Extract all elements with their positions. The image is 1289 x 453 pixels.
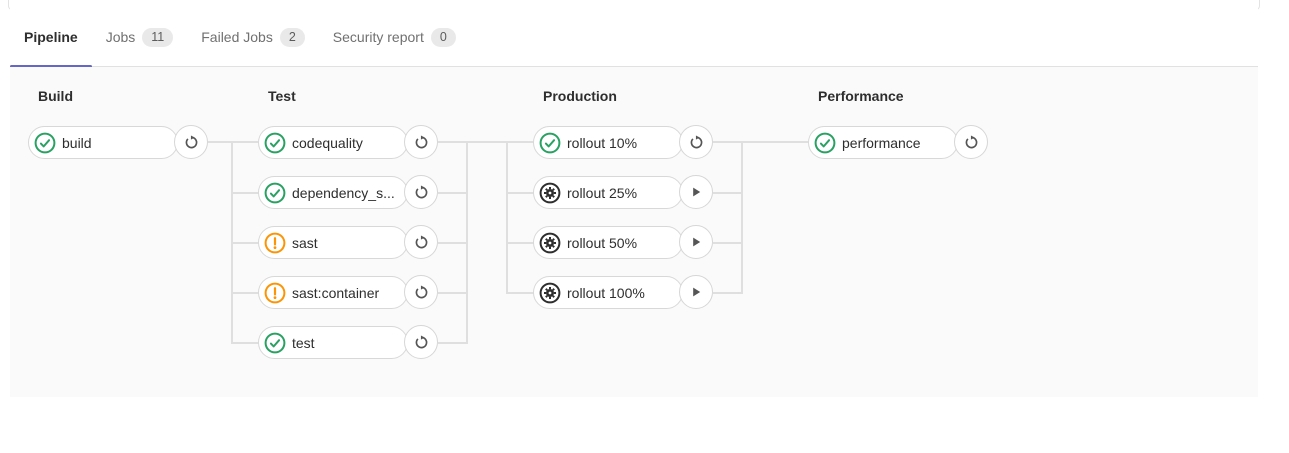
connector-curve — [713, 220, 743, 244]
connector-curve — [438, 320, 468, 344]
tab-security-report[interactable]: Security report 0 — [319, 8, 470, 66]
job-label: rollout 50% — [567, 234, 638, 251]
retry-button[interactable] — [954, 125, 988, 159]
job-sast-container[interactable]: sast:container — [258, 276, 408, 309]
tab-count-badge: 2 — [279, 27, 305, 47]
connector-curve — [438, 270, 468, 294]
status-success-icon — [814, 132, 836, 154]
status-success-icon — [264, 332, 286, 354]
retry-icon — [689, 134, 704, 150]
retry-button[interactable] — [404, 325, 438, 359]
connector-curve — [741, 141, 763, 167]
stage-header-performance: Performance — [818, 88, 904, 104]
job-label: sast — [292, 234, 318, 251]
status-success-icon — [34, 132, 56, 154]
job-label: rollout 100% — [567, 284, 645, 301]
play-icon — [689, 285, 703, 299]
play-button[interactable] — [679, 225, 713, 259]
tab-label: Pipeline — [24, 29, 78, 45]
connector-curve — [231, 320, 260, 344]
retry-icon — [414, 284, 429, 300]
job-label: codequality — [292, 134, 363, 151]
retry-icon — [184, 134, 199, 150]
play-icon — [689, 235, 703, 249]
connector-curve — [713, 170, 743, 194]
connector-curve — [211, 141, 233, 167]
pipeline-graph: Build build Test codequality dependency_s...… — [10, 67, 1258, 397]
job-label: performance — [842, 134, 921, 151]
retry-button[interactable] — [679, 125, 713, 159]
job-sast[interactable]: sast — [258, 226, 408, 259]
tab-count-badge: 0 — [430, 27, 456, 47]
retry-button[interactable] — [174, 125, 208, 159]
status-manual-icon — [539, 282, 561, 304]
connector-curve — [713, 270, 743, 294]
tab-failed-jobs[interactable]: Failed Jobs 2 — [187, 8, 319, 66]
retry-icon — [414, 184, 429, 200]
connector-line — [506, 163, 508, 270]
tab-count-badge: 11 — [142, 27, 174, 47]
job-label: rollout 25% — [567, 184, 638, 201]
job-performance[interactable]: performance — [808, 126, 958, 159]
connector-curve — [466, 141, 488, 167]
status-success-icon — [539, 132, 561, 154]
retry-icon — [964, 134, 979, 150]
connector-curve — [231, 270, 260, 294]
job-test[interactable]: test — [258, 326, 408, 359]
job-label: test — [292, 334, 315, 351]
stage-header-production: Production — [543, 88, 617, 104]
retry-button[interactable] — [404, 175, 438, 209]
connector-curve — [231, 220, 260, 244]
job-rollout-10[interactable]: rollout 10% — [533, 126, 683, 159]
status-warning-icon — [264, 232, 286, 254]
status-success-icon — [264, 182, 286, 204]
connector-line — [208, 141, 258, 143]
job-label: build — [62, 134, 92, 151]
status-manual-icon — [539, 182, 561, 204]
tab-pipeline[interactable]: Pipeline — [10, 8, 92, 68]
status-warning-icon — [264, 282, 286, 304]
connector-curve — [506, 170, 535, 194]
retry-icon — [414, 134, 429, 150]
job-codequality[interactable]: codequality — [258, 126, 408, 159]
job-label: sast:container — [292, 284, 380, 301]
connector-line — [741, 163, 743, 270]
connector-curve — [438, 170, 468, 194]
retry-icon — [414, 234, 429, 250]
job-rollout-50[interactable]: rollout 50% — [533, 226, 683, 259]
status-manual-icon — [539, 232, 561, 254]
play-button[interactable] — [679, 175, 713, 209]
job-rollout-100[interactable]: rollout 100% — [533, 276, 683, 309]
pipeline-graph-panel: Build build Test codequality dependency_s...… — [10, 67, 1258, 397]
retry-button[interactable] — [404, 225, 438, 259]
tab-label: Jobs — [105, 29, 136, 45]
tab-jobs[interactable]: Jobs 11 — [92, 8, 188, 66]
play-icon — [689, 185, 703, 199]
tab-label: Security report — [332, 29, 424, 45]
connector-curve — [506, 270, 535, 294]
connector-curve — [438, 220, 468, 244]
retry-button[interactable] — [404, 275, 438, 309]
connector-curve — [231, 170, 260, 194]
play-button[interactable] — [679, 275, 713, 309]
connector-curve — [506, 220, 535, 244]
tab-label: Failed Jobs — [201, 29, 273, 45]
job-dependency-s[interactable]: dependency_s... — [258, 176, 408, 209]
connector-curve — [486, 141, 508, 167]
pipeline-tabs: Pipeline Jobs 11 Failed Jobs 2 Security repor… — [10, 8, 1258, 68]
job-rollout-25[interactable]: rollout 25% — [533, 176, 683, 209]
job-build[interactable]: build — [28, 126, 178, 159]
job-label: rollout 10% — [567, 134, 638, 151]
stage-header-build: Build — [38, 88, 73, 104]
status-success-icon — [264, 132, 286, 154]
retry-button[interactable] — [404, 125, 438, 159]
stage-header-test: Test — [268, 88, 296, 104]
retry-icon — [414, 334, 429, 350]
job-label: dependency_s... — [292, 184, 395, 201]
